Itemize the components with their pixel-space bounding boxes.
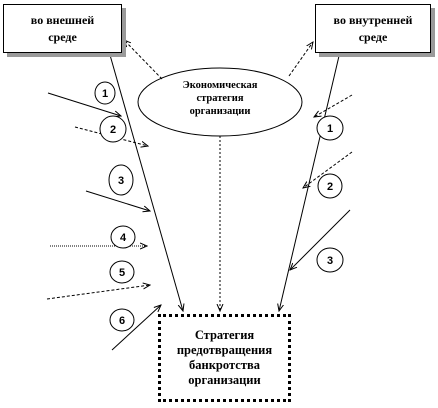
svg-text:5: 5 xyxy=(119,267,125,279)
svg-text:6: 6 xyxy=(119,315,125,327)
arrow-strategy-to-external xyxy=(124,40,163,80)
arrow-external-to-result xyxy=(109,54,183,311)
arrow-left-factor-5 xyxy=(46,285,150,300)
left-factor-4: 4 xyxy=(110,225,136,249)
arrow-right-factor-2 xyxy=(303,151,353,188)
left-factor-2: 2 xyxy=(99,115,127,143)
svg-text:3: 3 xyxy=(118,175,124,187)
arrow-left-factor-1 xyxy=(47,92,121,116)
right-factor-1: 1 xyxy=(316,115,344,141)
left-factor-1: 1 xyxy=(94,81,116,105)
svg-text:2: 2 xyxy=(110,124,116,136)
internal-environment-box: во внутренней среде xyxy=(315,4,431,53)
right-factor-2: 2 xyxy=(317,173,343,199)
bankruptcy-prevention-box: Стратегия предотвращения банкротства орг… xyxy=(158,314,291,402)
svg-text:3: 3 xyxy=(327,255,333,267)
arrow-right-factor-3 xyxy=(290,209,351,270)
left-factor-3: 3 xyxy=(108,164,134,196)
svg-text:1: 1 xyxy=(327,123,333,135)
strategy-label: Экономическая стратегия организации xyxy=(182,80,258,117)
arrow-left-factor-6 xyxy=(111,305,161,351)
left-factor-5: 5 xyxy=(109,260,135,284)
external-environment-label: во внешней среде xyxy=(30,12,95,44)
arrow-left-factor-3 xyxy=(85,190,150,211)
svg-text:1: 1 xyxy=(102,88,108,100)
arrow-right-factor-1 xyxy=(314,94,353,117)
svg-text:2: 2 xyxy=(327,181,333,193)
internal-environment-label: во внутренней среде xyxy=(333,12,413,44)
svg-text:4: 4 xyxy=(120,232,127,244)
left-factor-6: 6 xyxy=(109,308,135,332)
external-environment-box: во внешней среде xyxy=(3,4,122,53)
right-factor-3: 3 xyxy=(316,247,344,273)
arrow-strategy-to-internal xyxy=(288,42,313,77)
bankruptcy-prevention-label: Стратегия предотвращения банкротства орг… xyxy=(176,328,273,387)
